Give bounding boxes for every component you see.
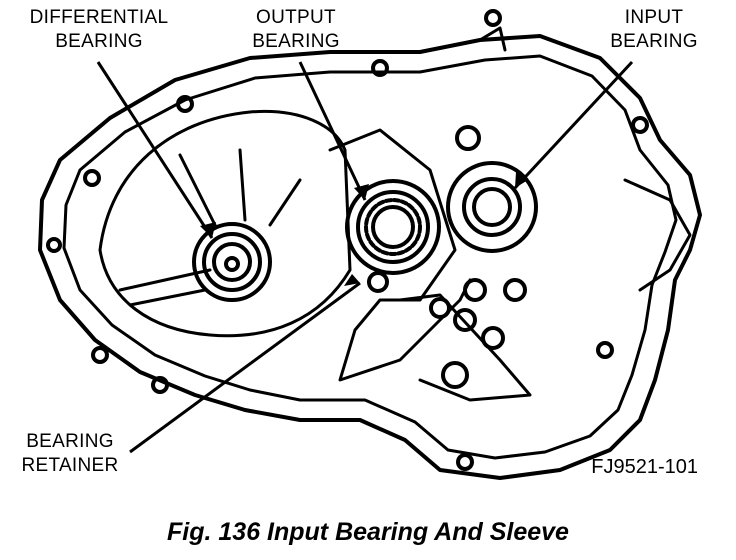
arrow-output-bearing (354, 184, 369, 200)
output-bearing-spline (364, 198, 422, 256)
bolt-hole (176, 95, 194, 113)
differential-bearing-inner (212, 242, 252, 282)
bolt-hole (456, 453, 474, 471)
differential-bearing-mid (202, 232, 262, 292)
case-rib-4 (238, 148, 247, 222)
boss (481, 326, 505, 350)
label-input-bearing-line2: BEARING (610, 31, 698, 52)
output-bearing-race (356, 190, 430, 264)
leader-bearing-retainer (129, 281, 361, 454)
label-input-bearing: INPUT BEARING (594, 6, 714, 54)
differential-bearing-hub (224, 256, 240, 272)
bolt-hole (151, 376, 169, 394)
label-bearing-retainer-line2: RETAINER (21, 455, 119, 476)
bolt-hole (596, 341, 614, 359)
boss (455, 125, 481, 151)
boss (463, 278, 487, 302)
case-rib-2 (128, 288, 207, 307)
output-bearing-outer (345, 179, 441, 275)
case-web (328, 128, 472, 382)
boss (503, 278, 527, 302)
label-bearing-retainer-line1: BEARING (26, 431, 114, 452)
leader-differential-bearing (96, 61, 214, 239)
label-differential-bearing-line2: BEARING (55, 31, 143, 52)
label-input-bearing-line1: INPUT (624, 7, 684, 28)
boss (429, 297, 451, 319)
leader-input-bearing (513, 60, 634, 190)
label-differential-bearing: DIFFERENTIAL BEARING (24, 6, 174, 54)
boss (441, 361, 469, 389)
input-bearing-boss (446, 161, 538, 253)
bolt-hole (91, 346, 109, 364)
bolt-hole (46, 237, 62, 253)
case-outline (38, 34, 702, 480)
case-flange-inner (62, 54, 678, 460)
case-tab-top (478, 26, 507, 52)
figure-caption: Fig. 136 Input Bearing And Sleeve (167, 518, 569, 546)
label-differential-bearing-line1: DIFFERENTIAL (29, 7, 169, 28)
bolt-hole (371, 59, 389, 77)
boss (453, 308, 477, 332)
bolt-hole (83, 169, 101, 187)
case-bracket-right (623, 178, 692, 292)
label-bearing-retainer: BEARING RETAINER (10, 430, 130, 478)
bolt-hole (631, 116, 649, 134)
label-output-bearing-line2: BEARING (252, 31, 340, 52)
label-output-bearing: OUTPUT BEARING (236, 6, 356, 54)
label-output-bearing-line1: OUTPUT (256, 7, 336, 28)
input-bearing-inner (472, 187, 512, 227)
input-bearing-outer (462, 177, 522, 237)
arrow-bearing-retainer (344, 274, 360, 286)
case-rib-3 (178, 153, 217, 227)
output-bearing-bore (371, 205, 415, 249)
arrow-differential-bearing (200, 222, 216, 238)
differential-bearing-outer (192, 222, 272, 302)
case-rib-5 (268, 178, 302, 227)
leader-output-bearing (298, 61, 367, 201)
differential-bore (98, 109, 352, 338)
boss (367, 271, 389, 293)
figure-code: FJ9521-101 (591, 456, 698, 478)
arrow-input-bearing (515, 172, 528, 188)
bolt-hole (484, 9, 502, 27)
case-web-lower (398, 293, 532, 402)
